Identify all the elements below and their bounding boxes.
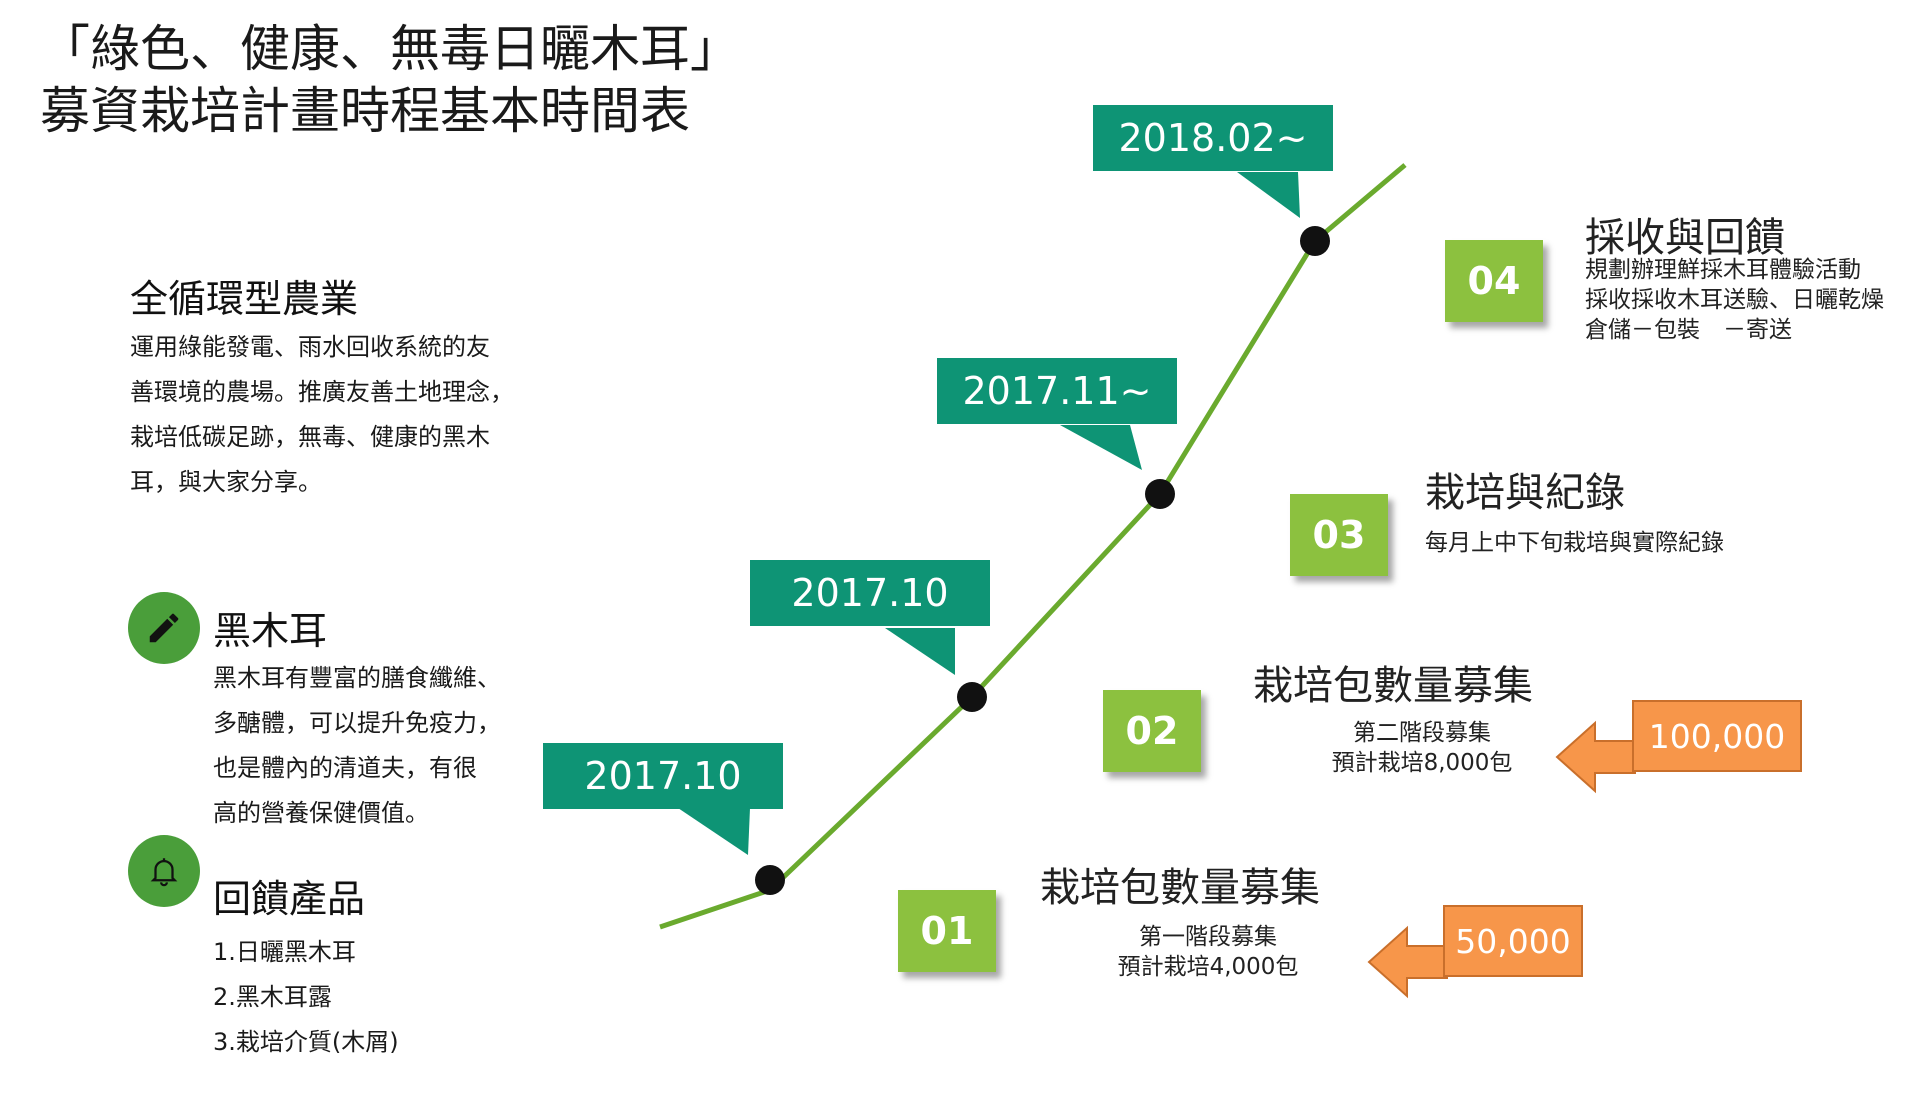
page-title-line2: 募資栽培計畫時程基本時間表 <box>40 82 690 140</box>
section-text-circular-agriculture: 運用綠能發電、雨水回收系統的友 善環境的農場。推廣友善土地理念， 栽培低碳足跡，… <box>130 333 514 496</box>
timeline-line <box>659 163 1407 930</box>
bubble-tail-2 <box>885 628 955 675</box>
stage-desc-01: 第一階段募集 預計栽培4,000包 <box>1117 924 1299 980</box>
stage-badge-01: 01 <box>898 890 996 972</box>
stage-desc-04: 規劃辦理鮮採木耳體驗活動 採收採收木耳送驗、日曬乾燥 倉儲－包裝 －寄送 <box>1585 257 1884 343</box>
stage-badge-02: 02 <box>1103 690 1201 772</box>
stage-badge-03: 03 <box>1290 494 1388 576</box>
bubble-tail-3 <box>1060 425 1142 470</box>
timeline-dot-3 <box>1145 479 1175 509</box>
stage-title-02: 栽培包數量募集 <box>1253 663 1533 709</box>
section-list-rewards: 1.日曬黑木耳 2.黑木耳露 3.栽培介質(木屑) <box>213 930 399 1065</box>
stage-desc-02: 第二階段募集 預計栽培8,000包 <box>1331 720 1513 776</box>
arrow-left-icon-02 <box>1555 720 1636 794</box>
stage-badge-04: 04 <box>1445 240 1543 322</box>
section-heading-rewards: 回饋產品 <box>213 877 366 921</box>
bubble-tail-1 <box>678 808 750 855</box>
date-bubble-2: 2017.10 <box>750 560 990 626</box>
arrow-left-icon-01 <box>1367 925 1448 999</box>
bell-icon <box>128 835 200 907</box>
section-heading-black-fungus: 黑木耳 <box>213 609 328 653</box>
timeline-dot-2 <box>957 682 987 712</box>
stage-title-03: 栽培與紀錄 <box>1425 470 1625 516</box>
stage-title-01: 栽培包數量募集 <box>1040 865 1320 911</box>
list-item: 2.黑木耳露 <box>213 983 332 1011</box>
date-bubble-3: 2017.11~ <box>937 358 1177 424</box>
timeline-dot-1 <box>755 865 785 895</box>
amount-box-02: 100,000 <box>1632 700 1802 772</box>
section-text-black-fungus: 黑木耳有豐富的膳食纖維、 多醣體，可以提升免疫力， 也是體內的清道夫，有很 高的… <box>213 664 501 827</box>
date-bubble-4: 2018.02~ <box>1093 105 1333 171</box>
pencil-icon <box>128 592 200 664</box>
stage-title-04: 採收與回饋 <box>1585 215 1785 261</box>
list-item: 1.日曬黑木耳 <box>213 938 356 966</box>
bubble-tail-4 <box>1237 172 1300 218</box>
page-title-line1: 「綠色、健康、無毒日曬木耳」 <box>40 20 740 78</box>
date-bubble-1: 2017.10 <box>543 743 783 809</box>
timeline-dot-4 <box>1300 226 1330 256</box>
stage-desc-03: 每月上中下旬栽培與實際紀錄 <box>1425 530 1724 556</box>
amount-box-01: 50,000 <box>1443 905 1583 977</box>
list-item: 3.栽培介質(木屑) <box>213 1028 399 1056</box>
section-heading-circular-agriculture: 全循環型農業 <box>130 277 359 321</box>
